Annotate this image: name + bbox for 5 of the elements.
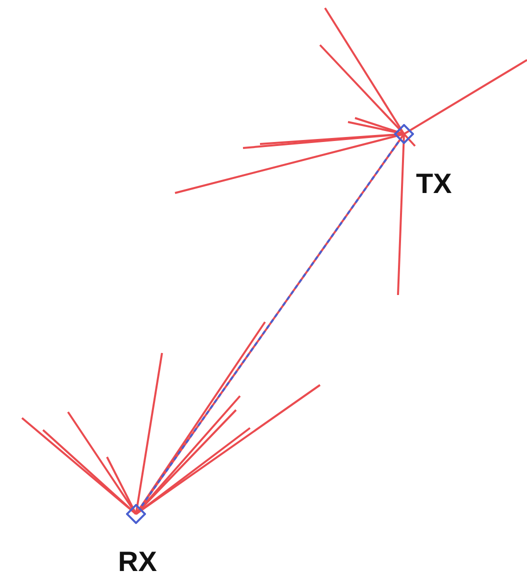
diamond-marker xyxy=(126,504,146,524)
diamond-marker xyxy=(394,124,414,144)
node-label: RX xyxy=(118,546,157,578)
dashed-line xyxy=(140,142,400,506)
node-label: TX xyxy=(416,168,452,200)
